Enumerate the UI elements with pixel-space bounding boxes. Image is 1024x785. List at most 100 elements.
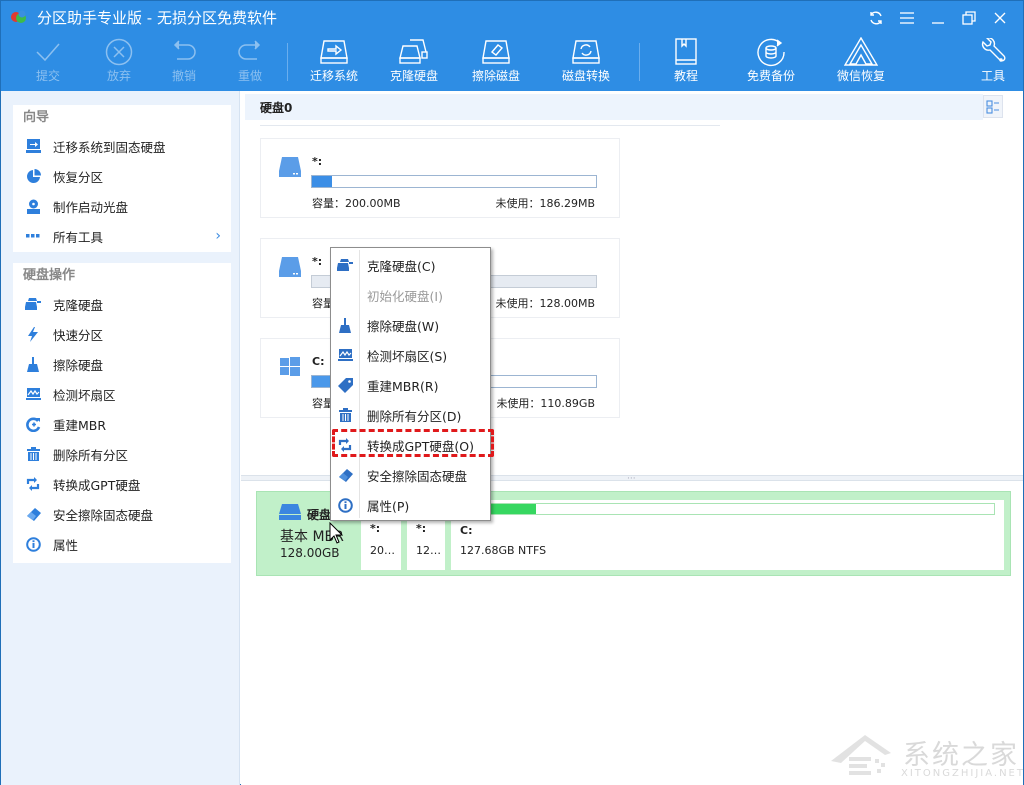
eraser-icon <box>25 506 41 522</box>
view-toggle-button[interactable] <box>983 95 1003 118</box>
divider <box>260 125 720 126</box>
partition-name: *: <box>312 155 323 168</box>
disk-convert-button[interactable]: 磁盘转换 <box>551 37 621 89</box>
redo-button[interactable]: 重做 <box>215 37 285 89</box>
window-title: 分区助手专业版 - 无损分区免费软件 <box>37 9 277 27</box>
sidebar-item-all-tools[interactable]: 所有工具 › <box>13 221 231 251</box>
tag-icon <box>331 377 359 393</box>
sidebar: 向导 迁移系统到固态硬盘 恢复分区 制作启动光盘 所有工具 › 硬盘操作 <box>1 91 240 785</box>
menu-item-delete-all-partitions[interactable]: 删除所有分区(D) <box>331 400 490 430</box>
menu-item-secure-erase-ssd[interactable]: 安全擦除固态硬盘 <box>331 460 490 490</box>
disk-header-title: 硬盘0 <box>260 101 293 115</box>
usage-bar <box>460 503 995 515</box>
context-menu: 克隆硬盘(C) 初始化硬盘(I) 擦除硬盘(W) 检测坏扇区(S) 重建MBR(… <box>330 247 491 521</box>
convert-icon <box>25 476 41 492</box>
sidebar-item-delete-all-partitions[interactable]: 删除所有分区 <box>13 439 231 469</box>
menu-item-init-disk[interactable]: 初始化硬盘(I) <box>367 288 443 304</box>
toolbar-divider <box>287 43 288 81</box>
partition-card[interactable]: *: 容量：200.00MB 未使用：186.29MB <box>260 138 620 218</box>
discard-button[interactable]: 放弃 <box>84 37 154 89</box>
usage-fill <box>312 176 332 187</box>
close-icon[interactable] <box>984 7 1015 29</box>
wrench-icon <box>981 38 1006 62</box>
clone-disk-icon <box>399 39 428 64</box>
disk-header: 硬盘0 <box>245 94 983 120</box>
undo-button[interactable]: 撤销 <box>149 37 219 89</box>
discard-icon <box>105 38 133 66</box>
clone-disk-icon <box>25 296 41 312</box>
redo-icon <box>238 40 261 60</box>
sidebar-item-label: 删除所有分区 <box>53 447 129 463</box>
convert-icon <box>331 438 359 452</box>
menu-icon[interactable] <box>891 7 922 29</box>
sidebar-item-bad-sector[interactable]: 检测坏扇区 <box>13 379 231 409</box>
sidebar-item-migrate-ssd[interactable]: 迁移系统到固态硬盘 <box>13 131 231 161</box>
pane-splitter[interactable]: ··· <box>241 474 1023 484</box>
wechat-recover-button[interactable]: 微信恢复 <box>826 37 896 89</box>
bad-sector-icon <box>25 386 41 402</box>
clone-disk-button[interactable]: 克隆硬盘 <box>379 37 449 89</box>
refresh-icon[interactable] <box>860 7 891 29</box>
sidebar-item-label: 所有工具 <box>53 229 104 245</box>
sidebar-item-label: 转换成GPT硬盘 <box>53 477 141 493</box>
boot-disc-icon <box>25 198 41 214</box>
sidebar-item-quick-partition[interactable]: 快速分区 <box>13 319 231 349</box>
disk-map-row[interactable]: 硬盘0 基本 MBR 128.00GB *: 20… *: 12… C: 127… <box>256 491 1011 576</box>
disk-map-partition-size: 20… <box>370 544 395 557</box>
list-view-icon <box>986 99 999 114</box>
drive-icon <box>279 504 301 520</box>
disk-ops-panel-title: 硬盘操作 <box>23 268 76 283</box>
sidebar-item-properties[interactable]: 属性 <box>13 529 231 559</box>
eraser-icon <box>331 468 359 482</box>
info-icon <box>331 497 359 513</box>
menu-item-convert-gpt[interactable]: 转换成GPT硬盘(O) <box>331 430 490 460</box>
menu-item-clone-disk[interactable]: 克隆硬盘(C) <box>331 250 490 280</box>
wechat-recover-icon <box>844 37 878 66</box>
free-backup-button[interactable]: 免费备份 <box>736 37 806 89</box>
migrate-system-button[interactable]: 迁移系统 <box>299 37 369 89</box>
broom-icon <box>331 317 359 333</box>
menu-item-wipe-disk[interactable]: 擦除硬盘(W) <box>331 310 490 340</box>
menu-item-bad-sector[interactable]: 检测坏扇区(S) <box>331 340 490 370</box>
sidebar-item-label: 安全擦除固态硬盘 <box>53 507 154 523</box>
restore-icon[interactable] <box>953 7 984 29</box>
trash-icon <box>25 446 41 462</box>
disk-map-partition-name: C: <box>460 524 473 537</box>
menu-item-rebuild-mbr[interactable]: 重建MBR(R) <box>331 370 490 400</box>
sidebar-item-label: 快速分区 <box>53 327 104 343</box>
recover-partition-icon <box>25 168 41 184</box>
check-icon <box>36 43 60 62</box>
sidebar-item-label: 制作启动光盘 <box>53 199 129 215</box>
drive-icon <box>279 257 301 277</box>
menu-gutter <box>359 250 360 518</box>
submit-button[interactable]: 提交 <box>13 37 83 89</box>
convert-disk-icon <box>572 40 600 64</box>
usage-bar <box>311 175 597 188</box>
disk-map-partition-c[interactable]: C: 127.68GB NTFS <box>451 500 1004 570</box>
sidebar-item-convert-gpt[interactable]: 转换成GPT硬盘 <box>13 469 231 499</box>
disk-size: 128.00GB <box>280 546 340 560</box>
sidebar-item-boot-disc[interactable]: 制作启动光盘 <box>13 191 231 221</box>
minimize-icon[interactable] <box>922 7 953 29</box>
disk-map-partition-size: 127.68GB NTFS <box>460 544 547 557</box>
backup-icon <box>757 38 785 67</box>
info-icon <box>25 536 41 552</box>
wipe-disk-button[interactable]: 擦除磁盘 <box>461 37 531 89</box>
toolbar: 提交 放弃 撤销 重做 迁移系统 克隆硬盘 擦除磁盘 磁盘转换 <box>1 33 1023 91</box>
menu-item-properties[interactable]: 属性(P) <box>331 490 490 520</box>
clone-disk-icon <box>331 259 359 271</box>
sidebar-item-wipe-disk[interactable]: 擦除硬盘 <box>13 349 231 379</box>
partition-free: 未使用：110.89GB <box>496 397 595 410</box>
migrate-ssd-icon <box>25 138 41 154</box>
sidebar-item-recover-partition[interactable]: 恢复分区 <box>13 161 231 191</box>
toolbar-divider <box>639 43 640 81</box>
more-icon <box>25 228 41 244</box>
sidebar-item-label: 重建MBR <box>53 417 107 433</box>
tutorial-button[interactable]: 教程 <box>651 37 721 89</box>
sidebar-item-clone-disk[interactable]: 克隆硬盘 <box>13 289 231 319</box>
sidebar-item-rebuild-mbr[interactable]: 重建MBR <box>13 409 231 439</box>
drive-icon <box>279 157 301 177</box>
sidebar-item-secure-erase-ssd[interactable]: 安全擦除固态硬盘 <box>13 499 231 529</box>
tools-button[interactable]: 工具 <box>958 37 1024 89</box>
